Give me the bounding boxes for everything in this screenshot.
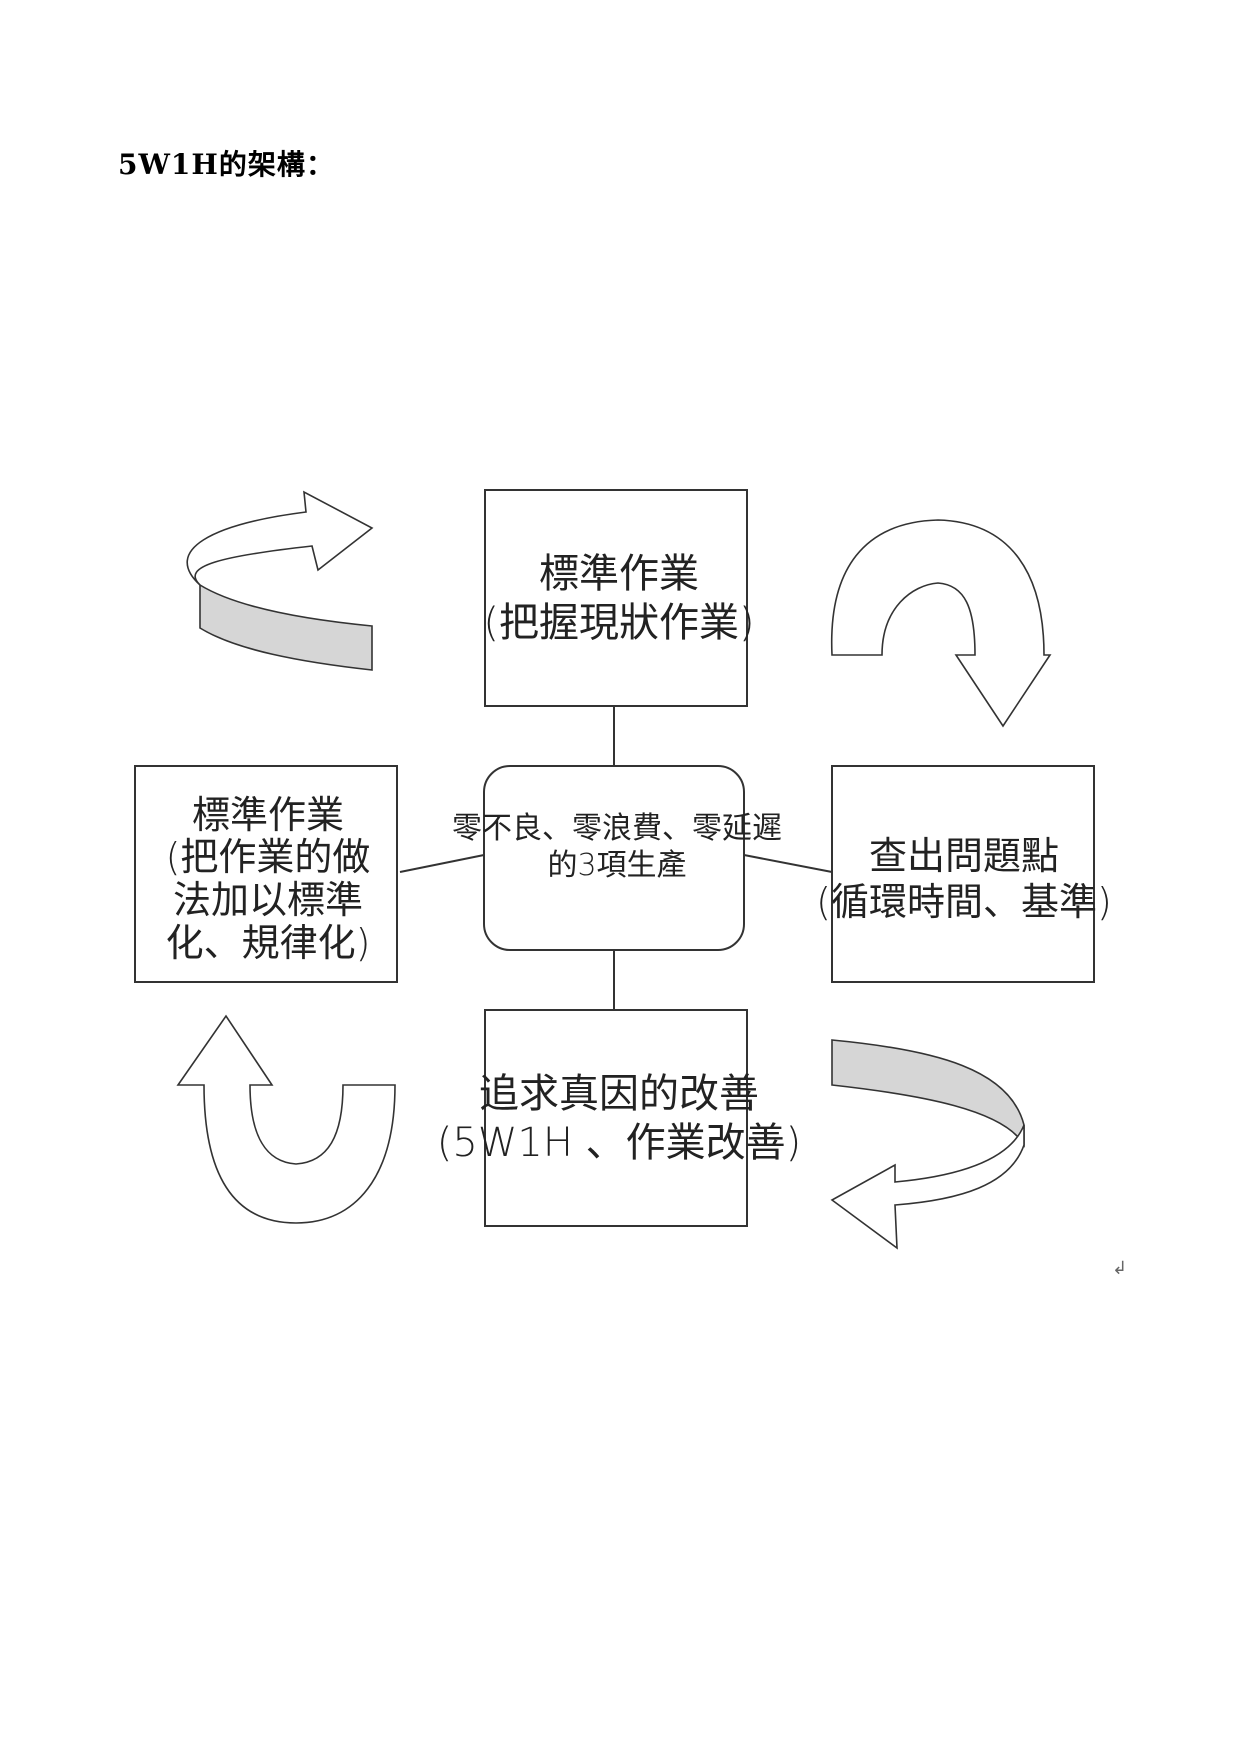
- box-center-zero-goals: [483, 765, 745, 951]
- box-top-line2: (把握現狀作業): [483, 600, 755, 646]
- connector-left-center: [399, 854, 485, 873]
- connector-right-center: [743, 854, 833, 873]
- box-left-line4: 化、規律化): [165, 920, 371, 965]
- box-bottom-line1: 追求真因的改善: [479, 1071, 759, 1118]
- paragraph-mark-icon: ↲: [1112, 1258, 1128, 1279]
- box-top-standard-work: [484, 489, 748, 707]
- page-heading: 5W1H的架構：: [118, 148, 335, 181]
- box-right-line2: (循環時間、基準): [816, 880, 1112, 924]
- box-center-line1: 零不良、零浪費、零延遲: [452, 810, 782, 846]
- box-center-label: 零不良、零浪費、零延遲 的3項生產: [440, 772, 794, 922]
- box-bottom-root-cause: [484, 1009, 748, 1227]
- box-left-line3: 法加以標準: [172, 878, 363, 922]
- box-left-label: 標準作業 (把作業的做 法加以標準 化、規律化): [136, 772, 400, 986]
- box-bottom-label: 追求真因的改善 (5W1H 、作業改善): [437, 1012, 801, 1226]
- box-left-line2: (把作業的做: [165, 835, 371, 880]
- box-top-line1: 標準作業: [539, 551, 699, 598]
- u-arrow-bottom-left-icon: [176, 1014, 396, 1224]
- curved-arrow-top-left-icon: [186, 490, 374, 671]
- box-left-standardize: [134, 765, 398, 983]
- box-bottom-line2: (5W1H 、作業改善): [436, 1120, 802, 1166]
- box-top-label: 標準作業 (把握現狀作業): [483, 492, 754, 706]
- box-right-label: 查出問題點 (循環時間、基準): [816, 772, 1112, 986]
- box-right-line1: 查出問題點: [868, 833, 1059, 878]
- box-left-line1: 標準作業: [191, 792, 344, 837]
- box-center-line2: 的3項生產: [547, 848, 687, 883]
- curved-arrow-bottom-right-icon: [830, 1039, 1025, 1250]
- u-arrow-top-right-icon: [830, 519, 1052, 728]
- box-right-find-problem: [831, 765, 1095, 983]
